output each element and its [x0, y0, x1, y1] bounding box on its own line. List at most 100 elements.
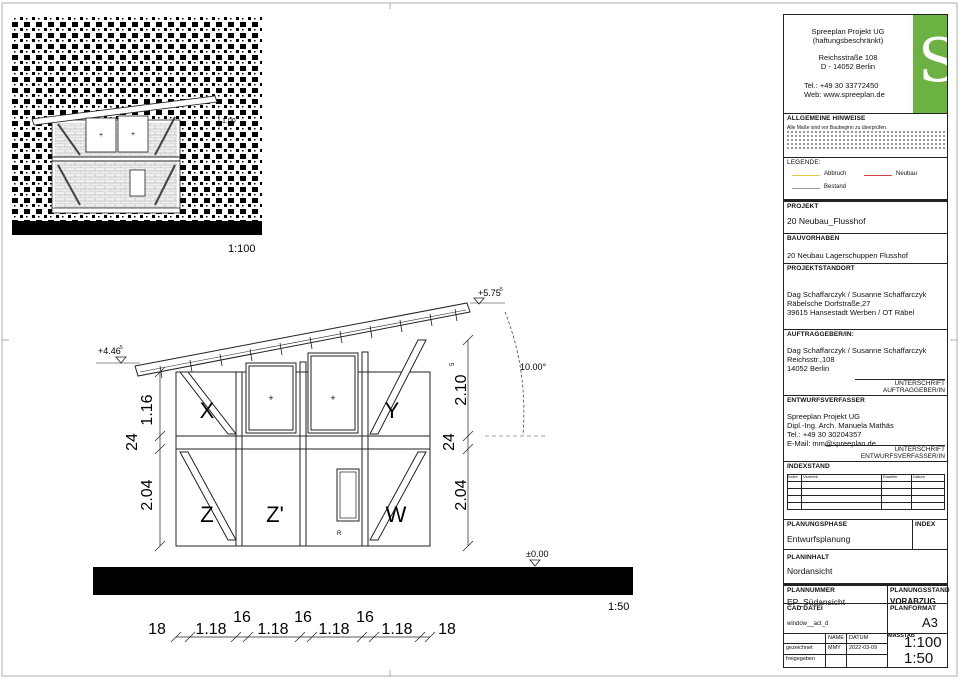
rafters — [159, 308, 458, 379]
section-plannummer: PLANNUMMER EP_Südansicht PLANUNGSSTAND V… — [784, 583, 950, 626]
auftraggeber-line-1: Dag Schaffarczyk / Susanne Schaffarczyk — [787, 346, 927, 355]
dim-bottom-7: 1.18 — [381, 621, 412, 638]
legend-line-bestand — [792, 188, 820, 189]
company-name: Spreeplan Projekt UG — [811, 27, 885, 36]
plannummer-value: EP_Südansicht — [787, 597, 846, 607]
dim-right-upper: 2.10 — [453, 374, 470, 405]
panel-label-x: X — [200, 398, 215, 423]
planformat-value: A3 — [922, 615, 938, 630]
dim-bottom-5: 1.18 — [318, 621, 349, 638]
left-dimension-line — [154, 366, 166, 552]
level-ridge: +5.75 5 — [470, 287, 505, 305]
svg-text:+: + — [268, 393, 273, 403]
index-col-vermerk: Vermerk — [803, 474, 818, 479]
section-entwurfsverfasser: ENTWURFSVERFASSER Spreeplan Projekt UG D… — [784, 395, 947, 461]
svg-text:+: + — [330, 393, 335, 403]
unterschrift-entwurfsverfasser: UNTERSCHRIFT ENTWURFSVERFASSER/IN — [825, 445, 945, 460]
thumb-scale-label: 1:100 — [228, 243, 256, 255]
section-indexstand: INDEXSTAND — [784, 461, 947, 519]
upper-windows — [245, 352, 359, 434]
dim-bottom-2: 16 — [233, 609, 251, 626]
roof-pitch: 10.00° — [520, 362, 547, 372]
dim-bottom-3: 1.18 — [257, 621, 288, 638]
auftraggeber-line-3: 14052 Berlin — [787, 364, 830, 373]
title-block: Spreeplan Projekt UG (haftungsbeschränkt… — [783, 14, 950, 668]
svg-text:+: + — [99, 132, 103, 139]
planungsstand-value: VORABZUG — [890, 597, 936, 606]
door-mark: R — [337, 531, 342, 537]
dim-bottom-6: 16 — [356, 609, 374, 626]
datum-header: DATUM — [849, 635, 869, 641]
unterschrift-auftraggeber: UNTERSCHRIFT AUFTRAGGEBER/IN — [855, 379, 945, 394]
level-eave: +4.46 5 — [96, 345, 140, 364]
gezeichnet-label: gezeichnet — [786, 645, 813, 651]
section-bauvorhaben: BAUVORHABEN 20 Neubau Lagerschuppen Flus… — [784, 233, 947, 263]
index-table: Index Vermerk Ersteller Datum — [787, 474, 945, 514]
section-cad: CAD DATEI window__act_d PLANFORMAT A3 — [784, 603, 947, 633]
entwurf-line-4: E-Mail: mm@spreeplan.de — [787, 439, 876, 448]
right-dimension-line — [462, 334, 474, 552]
planungsphase-value: Entwurfsplanung — [787, 534, 851, 544]
thumb-roof — [31, 95, 218, 126]
dim-right-floor: 24 — [441, 433, 458, 451]
legend-line-neubau — [864, 175, 892, 176]
legend-bestand: Bestand — [824, 184, 847, 190]
panel-label-w: W — [386, 502, 407, 527]
svg-text:+: + — [131, 131, 135, 138]
dim-bottom-1: 1.18 — [195, 621, 226, 638]
small-window — [336, 468, 360, 522]
panel-label-y: Y — [385, 398, 400, 423]
legend-neubau: Neubau — [896, 171, 918, 177]
svg-text:+5.75: +5.75 — [478, 288, 501, 298]
dim-bottom-4: 16 — [294, 609, 312, 626]
bauvorhaben-value: 20 Neubau Lagerschuppen Flusshof — [787, 251, 908, 260]
dim-bottom-8: 18 — [438, 621, 456, 638]
index-col-datum: Datum — [913, 474, 925, 479]
name-header: NAME — [828, 635, 844, 641]
standort-line-2: Räbelsche Dorfstraße,27 — [787, 299, 871, 308]
hinweis-fine-print — [787, 131, 945, 151]
company-header: Spreeplan Projekt UG (haftungsbeschränkt… — [784, 15, 947, 113]
index-col-ersteller: Ersteller — [883, 474, 898, 479]
dim-left-upper: 1.16 — [139, 394, 156, 425]
massstab-1: 1:100 — [904, 634, 942, 651]
dim-left-floor: 24 — [124, 433, 141, 451]
standort-line-1: Dag Schaffarczyk / Susanne Schaffarczyk — [787, 290, 927, 299]
section-projekt: PROJEKT 20 Neubau_Flusshof — [784, 199, 947, 233]
entwurf-line-3: Tel.: +49 30 30204357 — [787, 430, 862, 439]
company-web: Web: www.spreeplan.de — [804, 90, 885, 99]
thumb-ground-bar — [12, 221, 262, 235]
massstab-header: MASSTAB — [888, 633, 915, 639]
section-planinhalt: PLANINHALT Nordansicht — [784, 549, 947, 583]
auftraggeber-line-2: Reichsstr.,108 — [787, 355, 835, 364]
standort-line-3: 39615 Hansestadt Werben / OT Räbel — [787, 308, 915, 317]
company-city: D - 14052 Berlin — [820, 62, 876, 71]
section-hinweise: ALLGEMEINE HINWEISE Alle Maße sind vor B… — [784, 113, 947, 157]
section-standort: PROJEKTSTANDORT Dag Schaffarczyk / Susan… — [784, 263, 947, 329]
dim-left-lower: 2.04 — [139, 479, 156, 510]
legend-abbruch: Abbruch — [824, 171, 847, 177]
index-header: INDEX — [915, 521, 936, 528]
thumb-dim: 1.00 — [222, 118, 236, 125]
freigegeben-label: freigegeben — [786, 656, 816, 662]
diagonal-braces — [178, 339, 427, 541]
panel-label-z-prime: Z' — [266, 502, 284, 527]
pitch-arc — [504, 311, 525, 436]
projekt-value: 20 Neubau_Flusshof — [787, 216, 866, 226]
company-contact: Tel.: +49 30 33772450 Web: www.spreeplan… — [804, 81, 885, 99]
panel-label-z: Z — [200, 502, 213, 527]
entwurf-line-1: Spreeplan Projekt UG — [787, 412, 860, 421]
hinweis-text: Alle Maße sind vor Baubeginn zu überprüf… — [787, 125, 888, 131]
dim-right-lower: 2.04 — [453, 479, 470, 510]
planinhalt-value: Nordansicht — [787, 566, 833, 576]
gezeichnet-datum: 2022-03-09 — [849, 645, 878, 651]
level-ground: ±0.00 — [526, 549, 548, 567]
svg-text:±0.00: ±0.00 — [526, 549, 548, 559]
roof — [134, 302, 471, 377]
gezeichnet-name: MMY — [828, 645, 841, 651]
bottom-dimension-line — [170, 631, 436, 643]
section-signatures: NAME DATUM MASSTAB gezeichnet MMY 2022-0… — [784, 624, 947, 668]
ground-bar — [93, 567, 633, 595]
frame-ticks — [2, 3, 957, 676]
